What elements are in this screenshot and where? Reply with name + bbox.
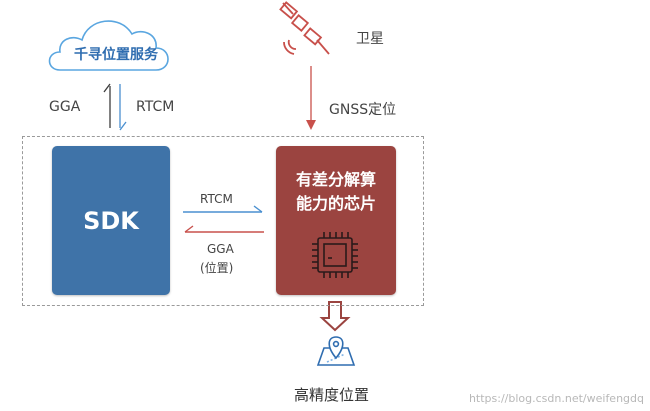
gnss-down-arrow bbox=[306, 66, 316, 130]
gga-label: GGA bbox=[49, 99, 81, 115]
cloud-service-label: 千寻位置服务 bbox=[74, 47, 158, 63]
cloud-shape bbox=[48, 20, 169, 71]
satellite-icon bbox=[279, 1, 330, 55]
chip-box: 有差分解算 能力的芯片 bbox=[276, 146, 396, 295]
chip-icon bbox=[312, 232, 358, 278]
chip-title: 有差分解算 能力的芯片 bbox=[276, 168, 396, 216]
device-boundary bbox=[22, 136, 424, 306]
output-label: 高精度位置 bbox=[294, 386, 370, 404]
sdk-box: SDK bbox=[52, 146, 170, 295]
gga-up-arrow bbox=[103, 83, 111, 128]
sdk-label: SDK bbox=[83, 206, 139, 235]
rtcm-middle-label: RTCM bbox=[200, 192, 233, 206]
satellite-label: 卫星 bbox=[356, 31, 384, 47]
watermark-text: https://blog.csdn.net/weifengdq bbox=[468, 392, 644, 405]
gga-left-arrow bbox=[184, 225, 264, 233]
gga-position-label: (位置) bbox=[200, 261, 234, 275]
map-location-icon bbox=[316, 336, 356, 366]
rtcm-down-arrow bbox=[119, 84, 127, 131]
gnss-label: GNSS定位 bbox=[329, 102, 397, 118]
chip-title-line1: 有差分解算 bbox=[295, 170, 376, 189]
rtcm-label: RTCM bbox=[136, 99, 175, 115]
chip-title-line2: 能力的芯片 bbox=[295, 194, 376, 213]
output-down-arrow bbox=[319, 301, 351, 332]
rtcm-right-arrow bbox=[183, 205, 263, 213]
gga-middle-label: GGA bbox=[207, 242, 234, 256]
